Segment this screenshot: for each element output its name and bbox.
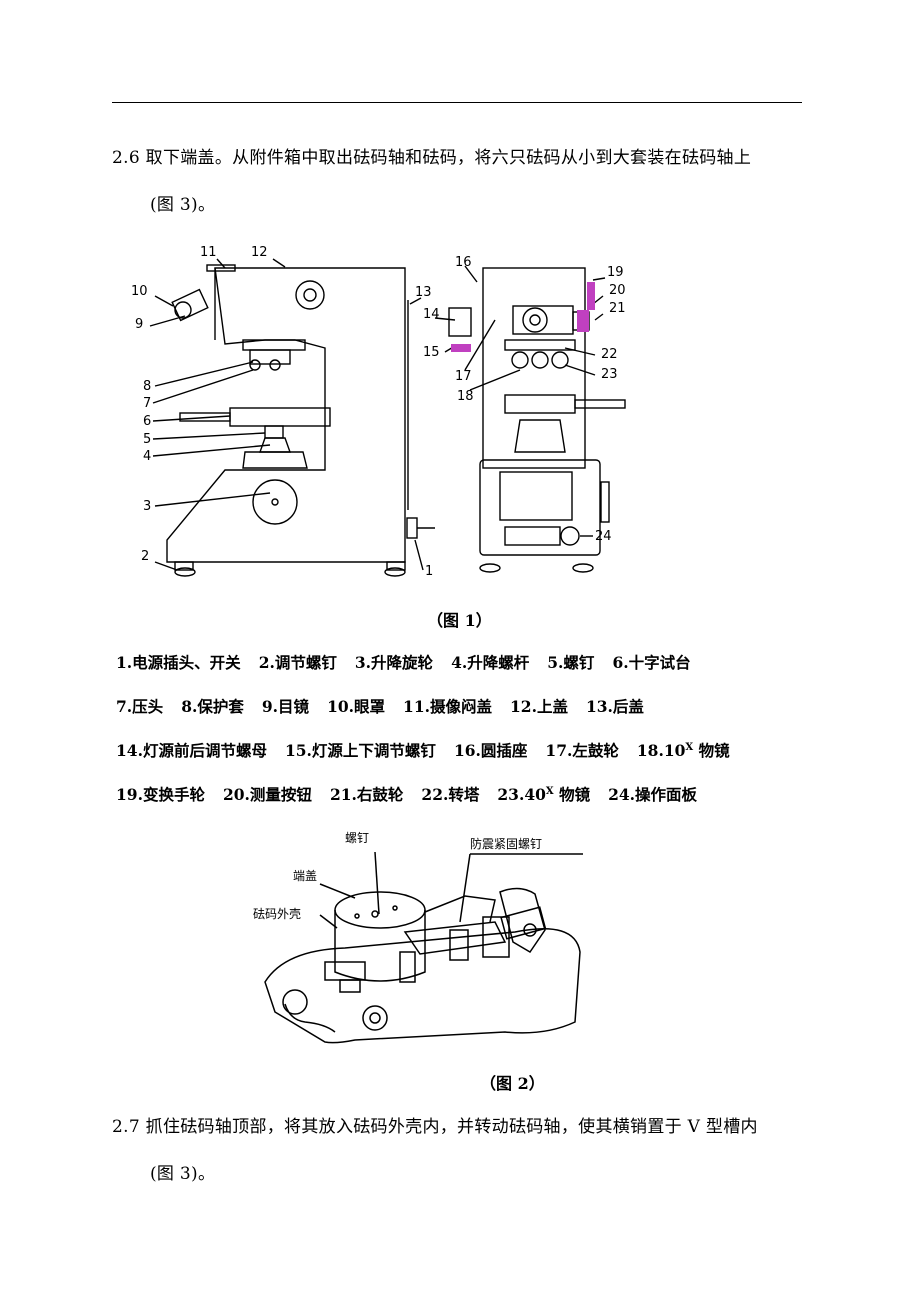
callout-13: 13 [415,285,432,300]
callout-8: 8 [143,379,151,394]
callout-16: 16 [455,255,472,270]
callout-5: 5 [143,432,151,447]
callout-3: 3 [143,499,151,514]
header-rule [112,102,802,103]
fig2-label-screw: 螺钉 [345,831,369,845]
paragraph-2-6-line2: (图 3)。 [150,195,216,215]
callout-7: 7 [143,396,151,411]
fig2-label-end-cap: 端盖 [293,869,317,883]
callout-12: 12 [251,245,268,260]
callout-24: 24 [595,529,612,544]
measure-button-accent [587,282,595,310]
fig2-label-weight-housing: 砝码外壳 [253,906,301,921]
right-drum-accent [577,310,589,332]
callout-19: 19 [607,265,624,280]
figure-1-caption: （图 1） [427,611,492,630]
callout-10: 10 [131,284,148,299]
fig2-label-antishock-screw: 防震紧固螺钉 [470,836,542,851]
callout-4: 4 [143,449,151,464]
lamp-screw-accent [451,344,471,352]
callout-18: 18 [457,389,474,404]
callout-21: 21 [609,301,626,316]
callout-15: 15 [423,345,440,360]
paragraph-2-7-line1: 2.7 抓住砝码轴顶部，将其放入砝码外壳内，并转动砝码轴，使其横销置于 V 型槽… [112,1117,758,1137]
callout-20: 20 [609,283,626,298]
callout-23: 23 [601,367,618,382]
callout-9: 9 [135,317,143,332]
paragraph-2-6-line1: 2.6 取下端盖。从附件箱中取出砝码轴和砝码，将六只砝码从小到大套装在砝码轴上 [112,148,752,168]
callout-17: 17 [455,369,472,384]
callout-14: 14 [423,307,440,322]
callout-11: 11 [200,245,217,260]
paragraph-2-7-line2: (图 3)。 [150,1164,216,1184]
figure-2-diagram: 螺钉 防震紧固螺钉 端盖 砝码外壳 [253,831,583,1044]
callout-1: 1 [425,564,433,579]
callout-2: 2 [141,549,149,564]
callout-6: 6 [143,414,151,429]
figure-1-diagram: 1 2 3 4 5 6 7 8 9 10 11 12 13 14 15 16 1… [131,245,626,579]
figure-2-caption: （图 2） [480,1074,545,1093]
callout-22: 22 [601,347,618,362]
